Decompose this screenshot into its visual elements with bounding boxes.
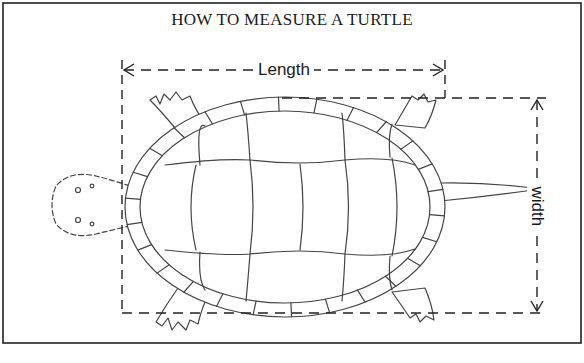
scute-line <box>300 164 303 250</box>
scute-line <box>392 158 397 256</box>
scute-tick <box>401 141 413 149</box>
scute-tick <box>423 237 437 241</box>
scute-tick <box>133 172 147 176</box>
scute-tick <box>428 189 443 191</box>
dimension-label: width <box>528 182 547 230</box>
scute-tick <box>205 112 213 124</box>
head-spot <box>90 184 94 188</box>
marginal-scutes <box>126 97 445 317</box>
scute-tick <box>157 265 169 273</box>
turtle <box>52 92 540 330</box>
scute-line <box>342 254 345 301</box>
scute-tick <box>126 198 141 199</box>
arrowhead <box>124 64 134 76</box>
scute-line <box>165 249 415 255</box>
dimension-label: Length <box>254 61 314 80</box>
arrowhead <box>433 64 443 76</box>
scute-line <box>246 254 250 301</box>
scute-line <box>246 113 250 160</box>
scute-tick <box>174 128 184 138</box>
head-spot <box>90 222 94 226</box>
scute-tick <box>430 215 445 216</box>
arrowhead <box>531 100 543 110</box>
scute-tick <box>408 258 421 265</box>
scute-tick <box>418 164 432 169</box>
shell-margin <box>140 111 430 303</box>
scute-tick <box>150 148 163 155</box>
scute-tick <box>358 290 366 302</box>
dimension-lines <box>122 60 546 313</box>
scute-tick <box>184 281 193 292</box>
scute-line <box>200 252 205 290</box>
scute-line <box>389 124 392 157</box>
title: HOW TO MEASURE A TURTLE <box>169 11 415 30</box>
scute-line <box>345 160 349 254</box>
scute-tick <box>278 97 280 111</box>
width-extension <box>282 97 546 98</box>
scute-line <box>250 160 253 254</box>
arrowhead <box>531 301 543 311</box>
scute-line <box>191 165 196 250</box>
rear-top-leg <box>395 94 436 128</box>
scute-tick <box>290 303 292 317</box>
scute-tick <box>325 299 329 312</box>
length-extension <box>121 60 122 313</box>
shell-outline <box>125 97 445 317</box>
eye <box>76 188 81 193</box>
scute-line <box>342 113 345 160</box>
scute-tick <box>127 222 142 224</box>
width-extension <box>122 312 546 313</box>
scute-line <box>165 159 415 165</box>
tail <box>440 183 540 201</box>
shell-scutes <box>165 113 415 301</box>
eye <box>76 218 81 223</box>
scute-tick <box>314 99 317 113</box>
scute-tick <box>377 122 386 133</box>
frame <box>3 3 581 343</box>
length-extension <box>444 60 445 98</box>
scute-tick <box>216 294 222 307</box>
rear-bottom-leg <box>392 288 434 322</box>
scute-tick <box>347 108 353 121</box>
scute-tick <box>240 101 244 114</box>
scute-line <box>389 256 392 290</box>
head <box>52 174 130 235</box>
scute-tick <box>138 245 152 250</box>
scute-line <box>199 125 205 165</box>
scute-tick <box>253 301 256 315</box>
